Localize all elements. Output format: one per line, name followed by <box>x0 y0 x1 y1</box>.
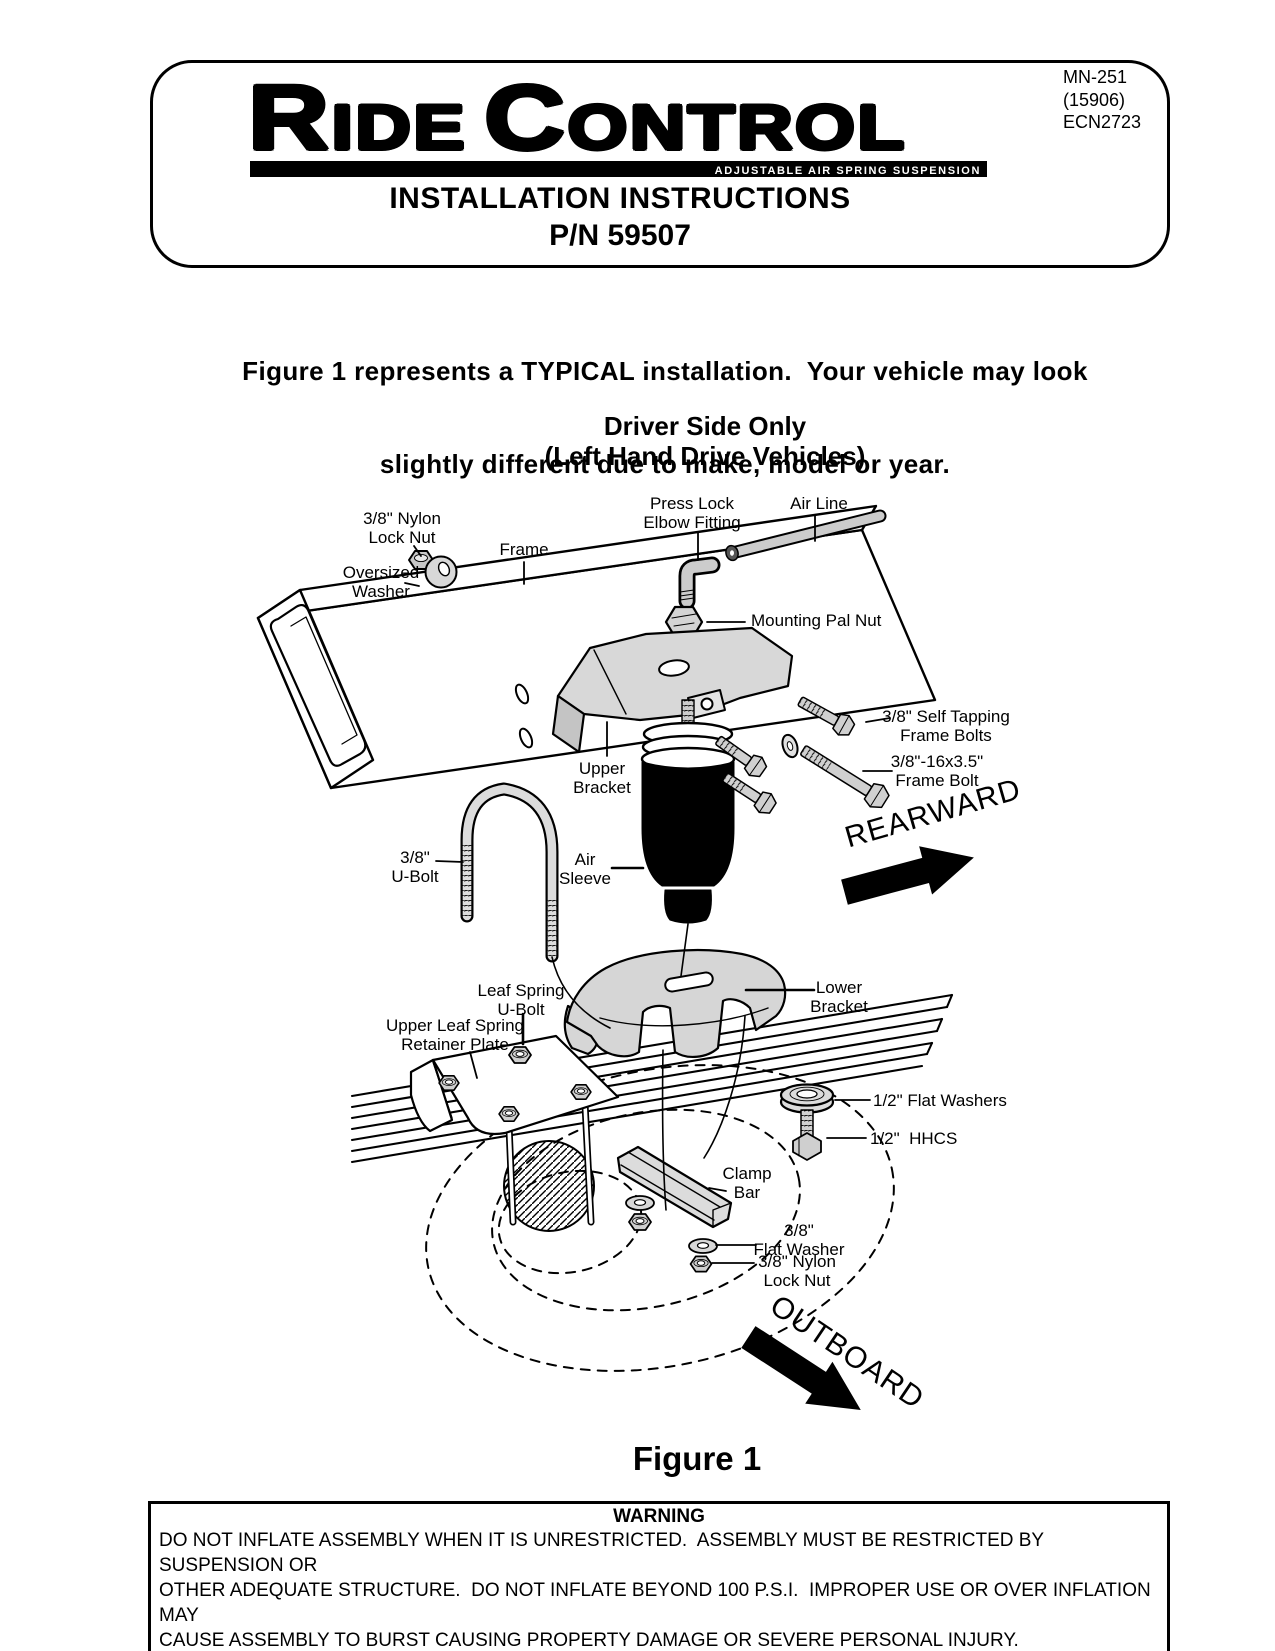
self-tapping-bolt <box>797 696 856 736</box>
air-sleeve-part <box>640 699 736 924</box>
nut-38-labeled <box>689 1255 713 1273</box>
outboard-arrow <box>741 1326 861 1410</box>
leaf-spring-u-bolt-part <box>505 1100 595 1226</box>
doc-ref-line: MN-251 <box>1063 67 1128 87</box>
logo-letters: ONTROL <box>567 93 907 163</box>
logo-tagline-bar: ADJUSTABLE AIR SPRING SUSPENSION <box>250 161 987 177</box>
logo-letter: C <box>484 67 568 169</box>
leader-lines <box>404 514 893 1264</box>
frame-bolt-short-1 <box>715 735 768 778</box>
nut-38-left <box>628 1213 652 1231</box>
warning-title: WARNING <box>613 1506 705 1527</box>
intro-line-2: slightly different due to make, model or… <box>379 449 951 479</box>
logo-letter: R <box>248 67 332 169</box>
logo-tagline: ADJUSTABLE AIR SPRING SUSPENSION <box>714 165 981 177</box>
washer-38-labeled <box>688 1238 718 1254</box>
label-u-bolt-38: 3/8"U-Bolt <box>391 848 439 886</box>
diagram-heading: Driver Side Only (Left Hand Drive Vehicl… <box>405 411 1005 471</box>
label-half-inch-flat-washers: 1/2" Flat Washers <box>873 1091 1007 1110</box>
air-line-tube <box>725 509 887 562</box>
warning-line: OTHER ADEQUATE STRUCTURE. DO NOT INFLATE… <box>159 1580 1156 1626</box>
axle-end <box>503 1140 595 1232</box>
u-bolt-38-part <box>460 782 559 963</box>
warning-text: DO NOT INFLATE ASSEMBLY WHEN IT IS UNRES… <box>159 1528 1159 1651</box>
label-flat-washer-38: 3/8"Flat Washer <box>753 1221 845 1259</box>
nylon-nut-oversized-washer <box>408 550 458 589</box>
warning-line: DO NOT INFLATE ASSEMBLY WHEN IT IS UNRES… <box>159 1530 1050 1576</box>
rearward-arrow <box>841 846 974 905</box>
label-frame: Frame <box>499 540 549 559</box>
retainer-plate-part <box>409 1034 620 1136</box>
label-half-inch-hhcs: 1/2" HHCS <box>870 1129 958 1148</box>
frame-bolt-long <box>800 745 890 809</box>
press-lock-elbow <box>678 556 721 610</box>
diagram-heading-line-2: (Left Hand Drive Vehicles) <box>544 441 866 471</box>
label-frame-bolt-16x35: 3/8"-16x3.5"Frame Bolt <box>890 752 984 790</box>
half-inch-washers-part <box>779 1083 835 1114</box>
clamp-bar-part <box>616 1145 733 1229</box>
mounting-pal-nut-part <box>664 605 704 639</box>
intro-text: Figure 1 represents a TYPICAL installati… <box>165 294 1165 542</box>
diagram-heading-line-1: Driver Side Only <box>603 411 807 441</box>
label-air-line: Air Line <box>790 494 848 513</box>
washer-38-left <box>625 1195 655 1211</box>
assembly-alignment-lines <box>551 923 746 1211</box>
intro-line-1: Figure 1 represents a TYPICAL installati… <box>242 356 1088 386</box>
half-inch-hhcs-part <box>792 1109 822 1161</box>
warning-box: WARNING DO NOT INFLATE ASSEMBLY WHEN IT … <box>148 1501 1170 1651</box>
upper-bracket-part <box>551 626 794 754</box>
doc-ref-line: (15906) <box>1063 89 1126 110</box>
header-box <box>150 60 1170 268</box>
document-reference-numbers: MN-251(15906)ECN2723 <box>1063 66 1141 134</box>
page-title: INSTALLATION INSTRUCTIONS <box>389 182 851 215</box>
lower-bracket-part <box>563 948 787 1058</box>
logo-letters: IDE <box>331 93 467 163</box>
warning-line: CAUSE ASSEMBLY TO BURST CAUSING PROPERTY… <box>159 1630 1019 1651</box>
frame-bolt-short-2 <box>722 772 777 814</box>
part-number: P/N 59507 <box>549 219 691 252</box>
figure-caption: Figure 1 <box>632 1440 762 1477</box>
label-mounting-pal-nut: Mounting Pal Nut <box>751 611 882 630</box>
doc-ref-line: ECN2723 <box>1063 112 1142 133</box>
